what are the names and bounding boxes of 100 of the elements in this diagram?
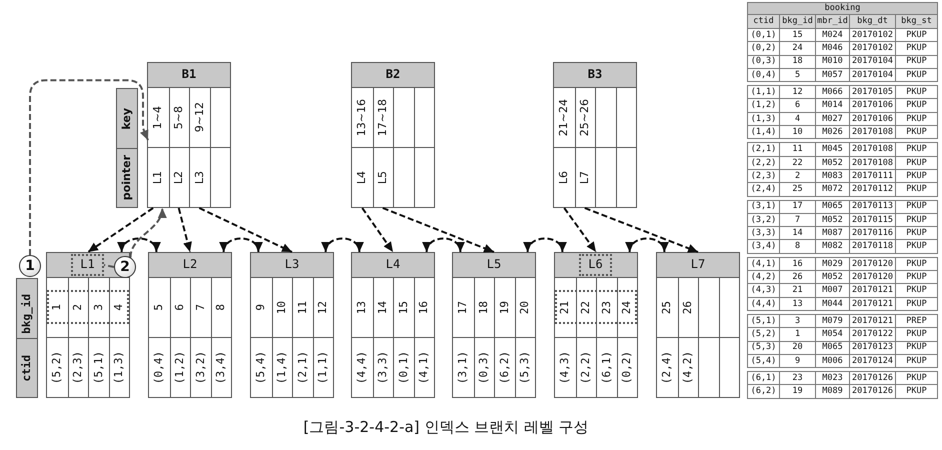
bkg-id-cell — [88, 278, 108, 338]
column-header: bkg_st — [896, 14, 938, 28]
ctid-cell — [372, 338, 393, 398]
empty-cell — [393, 88, 414, 148]
empty-cell — [595, 88, 616, 148]
leaf-page — [250, 252, 334, 398]
branch-page — [553, 62, 637, 208]
pointer-cell — [372, 148, 393, 208]
data-cell: PKUP — [896, 200, 938, 214]
data-cell: M054 — [816, 328, 850, 342]
data-cell: PKUP — [896, 284, 938, 298]
data-cell: M045 — [816, 142, 850, 156]
bkg-id-cell — [474, 278, 494, 338]
row-label: key — [120, 108, 134, 130]
bkg-id-cell — [678, 278, 698, 338]
bkg-id-value: 23 — [600, 300, 613, 314]
data-cell: PKUP — [896, 372, 938, 385]
bkg-id-value: 16 — [418, 300, 430, 314]
data-cell: (0,3) — [748, 55, 780, 68]
data-cell: 20170121 — [850, 297, 896, 310]
bkg-id-cell — [576, 278, 596, 338]
data-cell: M014 — [816, 98, 850, 112]
data-cell: M082 — [816, 240, 850, 254]
data-cell: 12 — [780, 86, 816, 99]
data-cell: 6 — [780, 98, 816, 112]
data-cell: 20170123 — [850, 341, 896, 354]
data-cell: (3,3) — [748, 226, 780, 240]
data-cell: 20170118 — [850, 240, 896, 254]
key-cell — [372, 88, 393, 148]
ctid-cell — [494, 338, 514, 398]
ctid-value: (5,3) — [519, 350, 532, 384]
pointer-cell — [189, 148, 210, 208]
dashed-double-headed-arrow — [322, 238, 362, 252]
bkg-id-value: 5 — [153, 304, 166, 311]
ctid-value: (3,1) — [457, 350, 470, 384]
highlight-frame — [71, 254, 104, 276]
data-cell: (2,2) — [748, 156, 780, 170]
dashed-arrow — [29, 79, 149, 255]
ctid-cell — [272, 338, 292, 398]
data-cell: 14 — [780, 226, 816, 240]
data-cell: PKUP — [896, 68, 938, 82]
data-cell: 20170120 — [850, 270, 896, 284]
ctid-value: (3,2) — [194, 350, 207, 384]
page-label: L1 — [80, 258, 95, 272]
ctid-value: (1,4) — [276, 350, 288, 384]
data-cell: M006 — [816, 354, 850, 368]
data-cell: 15 — [780, 28, 816, 42]
data-cell: 20170112 — [850, 182, 896, 196]
data-cell: M010 — [816, 55, 850, 68]
row-label-tab — [116, 88, 138, 149]
data-cell: (5,4) — [748, 354, 780, 368]
data-cell: (2,3) — [748, 169, 780, 183]
bkg-id-value: 7 — [194, 304, 207, 311]
bkg-id-cell — [414, 278, 434, 338]
ctid-value: (1,1) — [317, 350, 330, 384]
data-cell: PKUP — [896, 169, 938, 183]
data-cell: PKUP — [896, 384, 938, 398]
row-label-tab — [16, 338, 38, 398]
row-label-tab — [116, 148, 138, 208]
ctid-cell — [210, 338, 231, 398]
dashed-arrow — [130, 208, 166, 258]
column-header: bkg_id — [780, 14, 816, 28]
data-cell: 10 — [780, 126, 816, 139]
bkg-id-cell — [616, 278, 637, 338]
column-header: mbr_id — [816, 14, 850, 28]
bkg-id-value: 25 — [661, 300, 674, 314]
column-header: bkg_dt — [850, 14, 896, 28]
data-cell: (4,1) — [748, 257, 780, 271]
page-pointer: L1 — [152, 170, 164, 184]
bkg-id-value: 1 — [51, 304, 64, 311]
data-cell: 20170113 — [850, 200, 896, 214]
ctid-value: (0,2) — [621, 350, 634, 384]
data-cell: 1 — [780, 328, 816, 342]
data-cell: 20170121 — [850, 314, 896, 328]
data-cell: 23 — [780, 372, 816, 385]
data-cell: (1,4) — [748, 126, 780, 139]
bkg-id-cell — [210, 278, 231, 338]
page-pointer: L6 — [558, 170, 570, 184]
page-pointer: L4 — [356, 170, 368, 184]
data-cell: PKUP — [896, 226, 938, 240]
bkg-id-value: 13 — [356, 300, 368, 314]
data-cell: 3 — [780, 314, 816, 328]
bkg-id-value: 3 — [92, 304, 105, 311]
data-cell: 20170108 — [850, 156, 896, 170]
bkg-id-cell — [514, 278, 535, 338]
bkg-id-value: 22 — [580, 300, 592, 314]
data-cell: (3,4) — [748, 240, 780, 254]
data-cell: 20170120 — [850, 257, 896, 271]
leaf-page — [656, 252, 740, 398]
data-cell: (1,1) — [748, 86, 780, 99]
data-cell: M089 — [816, 384, 850, 398]
data-cell: (5,1) — [748, 314, 780, 328]
data-cell: PKUP — [896, 42, 938, 56]
bkg-id-value: 18 — [478, 300, 490, 314]
ctid-cell — [414, 338, 434, 398]
data-cell: (1,3) — [748, 112, 780, 126]
data-cell: 20170102 — [850, 28, 896, 42]
data-cell: PKUP — [896, 240, 938, 254]
data-cell: 13 — [780, 297, 816, 310]
data-cell: (2,1) — [748, 142, 780, 156]
